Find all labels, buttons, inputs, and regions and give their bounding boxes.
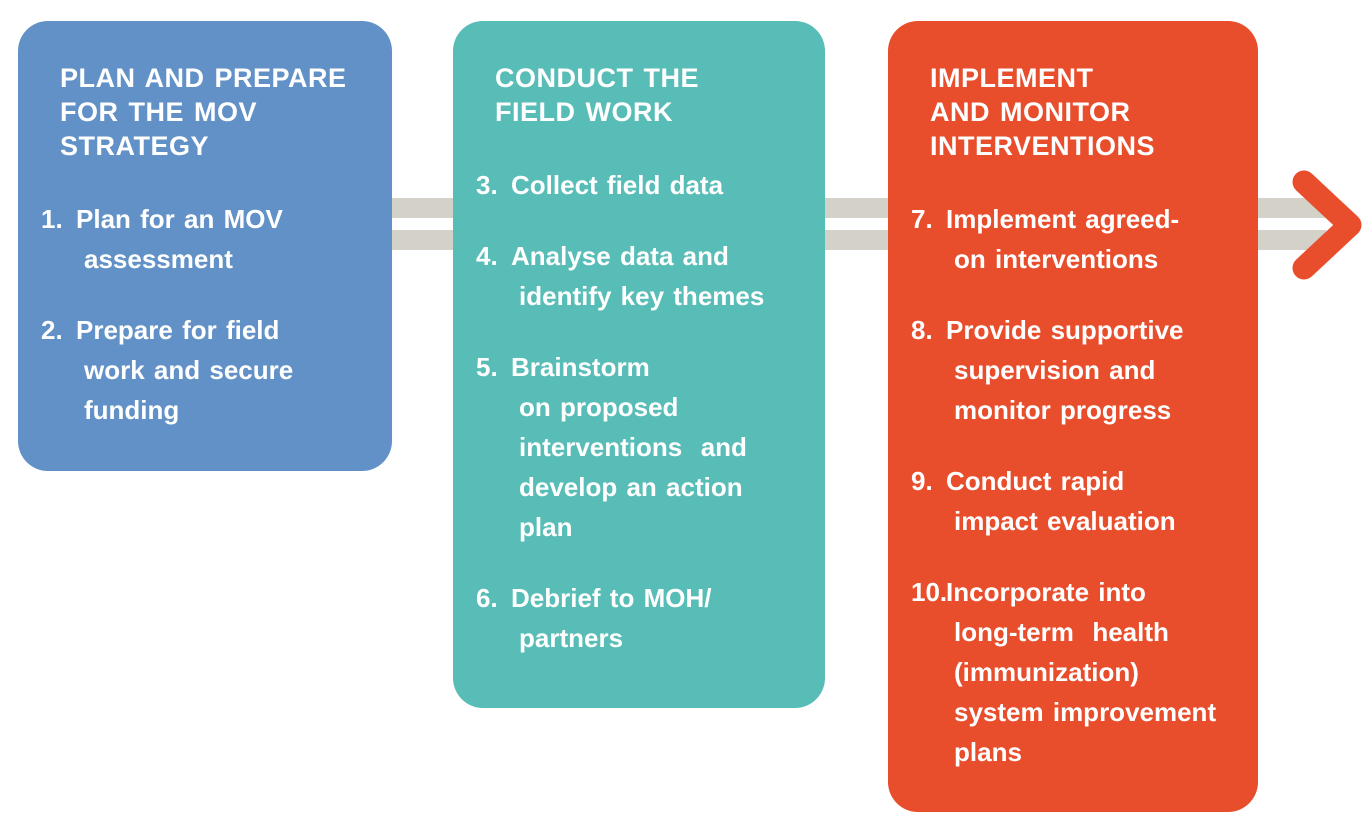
- step-line: funding: [84, 395, 180, 425]
- step-line: system improvement: [954, 697, 1217, 727]
- step-line: Brainstorm: [511, 352, 650, 382]
- step-number: 4.: [476, 241, 498, 271]
- stage-box-conduct-field-work: CONDUCT THE FIELD WORK 3. Collect field dat…: [453, 21, 825, 708]
- stage-title-line: PLAN AND PREPARE: [60, 63, 347, 93]
- step-line: partners: [519, 623, 624, 653]
- step-item: 6. Debrief to MOH/partners: [453, 578, 825, 658]
- step-line: supervision and: [954, 355, 1156, 385]
- chevron-stroke: [1292, 170, 1362, 280]
- step-line: Collect field data: [511, 170, 724, 200]
- step-list: 3. Collect field data 4. Analyse data and id…: [453, 165, 825, 658]
- stage-box-plan-and-prepare: PLAN AND PREPARE FOR THE MOV STRATEGY 1. Pla…: [18, 21, 392, 471]
- step-line: on proposed: [519, 392, 679, 422]
- step-item: 9. Conduct rapid impact evaluation: [888, 461, 1258, 541]
- step-line: impact evaluation: [954, 506, 1176, 536]
- step-line: monitor progress: [954, 395, 1172, 425]
- step-number: 8.: [911, 315, 933, 345]
- step-item: 4. Analyse data and identify key themes: [453, 236, 825, 316]
- stage-title-line: STRATEGY: [60, 131, 210, 161]
- step-item: 3. Collect field data: [453, 165, 825, 205]
- step-number: 2.: [41, 315, 63, 345]
- step-list: 7. Implement agreed-on interventions 8. Pro…: [888, 199, 1258, 772]
- step-number: 1.: [41, 204, 63, 234]
- step-line: plan: [519, 512, 573, 542]
- stage-title-line: AND MONITOR: [930, 97, 1131, 127]
- step-line: on interventions: [954, 244, 1159, 274]
- step-line: plans: [954, 737, 1022, 767]
- stage-title: CONDUCT THE FIELD WORK: [495, 61, 799, 129]
- step-line: Prepare for field: [76, 315, 280, 345]
- step-item: 5. Brainstorm on proposed interventions and…: [453, 347, 825, 547]
- step-number: 3.: [476, 170, 498, 200]
- step-number: 5.: [476, 352, 498, 382]
- step-line: Debrief to MOH/: [511, 583, 712, 613]
- step-line: Incorporate into: [946, 577, 1146, 607]
- step-number: 10.: [911, 577, 948, 607]
- step-line: identify key themes: [519, 281, 765, 311]
- step-line: Plan for an MOV: [76, 204, 283, 234]
- step-item: 1. Plan for an MOV assessment: [18, 199, 392, 279]
- step-line: assessment: [84, 244, 233, 274]
- stage-title: PLAN AND PREPARE FOR THE MOV STRATEGY: [60, 61, 366, 163]
- step-item: 7. Implement agreed-on interventions: [888, 199, 1258, 279]
- stage-box-implement-and-monitor: IMPLEMENT AND MONITOR INTERVENTIONS 7. Imple…: [888, 21, 1258, 812]
- step-number: 9.: [911, 466, 933, 496]
- step-line: Implement agreed-: [946, 204, 1180, 234]
- stage-title-line: IMPLEMENT: [930, 63, 1094, 93]
- chevron-right-icon: [1292, 170, 1362, 280]
- step-line: (immunization): [954, 657, 1139, 687]
- step-item: 8. Provide supportive supervision and monit…: [888, 310, 1258, 430]
- step-line: interventions and: [519, 432, 747, 462]
- step-item: 2. Prepare for field work and secure fundin…: [18, 310, 392, 430]
- stage-title: IMPLEMENT AND MONITOR INTERVENTIONS: [930, 61, 1232, 163]
- stage-title-line: FOR THE MOV: [60, 97, 257, 127]
- step-line: Analyse data and: [511, 241, 729, 271]
- step-line: Conduct rapid: [946, 466, 1125, 496]
- step-number: 6.: [476, 583, 498, 613]
- step-item: 10.Incorporate into long-term health (immu…: [888, 572, 1258, 772]
- stage-title-line: FIELD WORK: [495, 97, 673, 127]
- step-list: 1. Plan for an MOV assessment 2. Prepare for…: [18, 199, 392, 430]
- step-line: develop an action: [519, 472, 743, 502]
- stage-title-line: CONDUCT THE: [495, 63, 699, 93]
- step-line: Provide supportive: [946, 315, 1184, 345]
- step-line: long-term health: [954, 617, 1169, 647]
- stage-title-line: INTERVENTIONS: [930, 131, 1156, 161]
- step-line: work and secure: [84, 355, 294, 385]
- step-number: 7.: [911, 204, 933, 234]
